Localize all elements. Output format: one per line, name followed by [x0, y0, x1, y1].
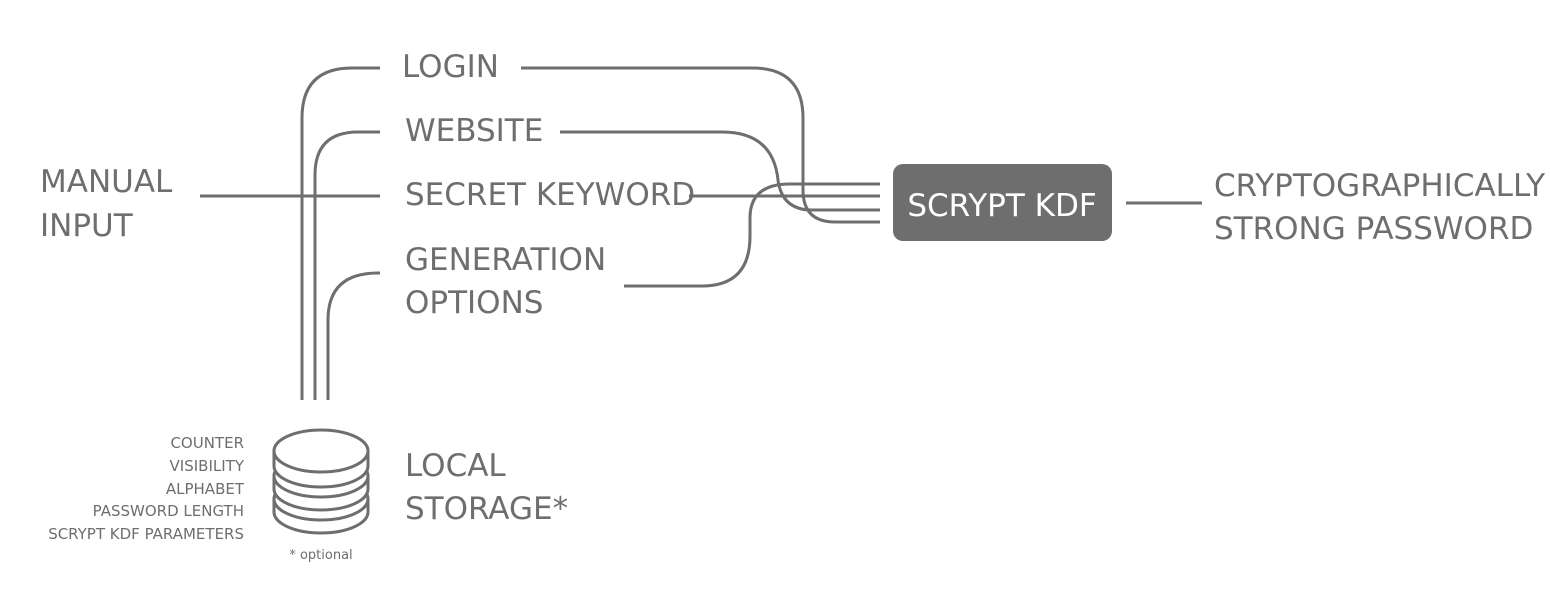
local-storage-label-line2: STORAGE*	[405, 491, 568, 527]
scrypt-kdf-box	[893, 164, 1112, 241]
storage-item: ALPHABET	[166, 480, 245, 498]
storage-item: VISIBILITY	[170, 457, 245, 475]
node-scrypt-kdf: SCRYPT KDF	[893, 164, 1112, 241]
generation-options-label-line2: OPTIONS	[405, 285, 543, 321]
output-label-line1: CRYPTOGRAPHICALLY	[1214, 168, 1545, 204]
manual-input-label-line2: INPUT	[40, 208, 134, 244]
generation-options-label-line1: GENERATION	[405, 242, 606, 278]
storage-item: SCRYPT KDF PARAMETERS	[48, 525, 244, 543]
website-label: WEBSITE	[405, 113, 543, 149]
connectors	[200, 66, 1202, 400]
node-output: CRYPTOGRAPHICALLY STRONG PASSWORD	[1214, 168, 1545, 247]
output-label-line2: STRONG PASSWORD	[1214, 211, 1533, 247]
node-generation-options: GENERATION OPTIONS	[405, 242, 606, 321]
node-manual-input: MANUAL INPUT	[40, 164, 173, 244]
connector-storage-to-options	[326, 271, 380, 400]
connector-options-to-kdf	[624, 182, 880, 288]
storage-item: COUNTER	[170, 434, 244, 452]
optional-footnote: * optional	[289, 548, 352, 563]
connector-login-to-kdf	[521, 66, 880, 224]
login-label: LOGIN	[402, 49, 499, 85]
storage-item-list: COUNTER VISIBILITY ALPHABET PASSWORD LEN…	[48, 434, 245, 543]
database-icon	[272, 428, 370, 535]
connector-storage-to-login	[300, 66, 380, 400]
scrypt-kdf-label: SCRYPT KDF	[907, 188, 1096, 224]
connector-storage-to-website	[313, 130, 380, 400]
connector-website-to-kdf	[560, 130, 880, 212]
local-storage-label-line1: LOCAL	[405, 448, 506, 484]
storage-item: PASSWORD LENGTH	[93, 502, 244, 520]
node-local-storage: LOCAL STORAGE*	[405, 448, 568, 527]
secret-keyword-label: SECRET KEYWORD	[405, 177, 695, 213]
manual-input-label-line1: MANUAL	[40, 164, 173, 200]
